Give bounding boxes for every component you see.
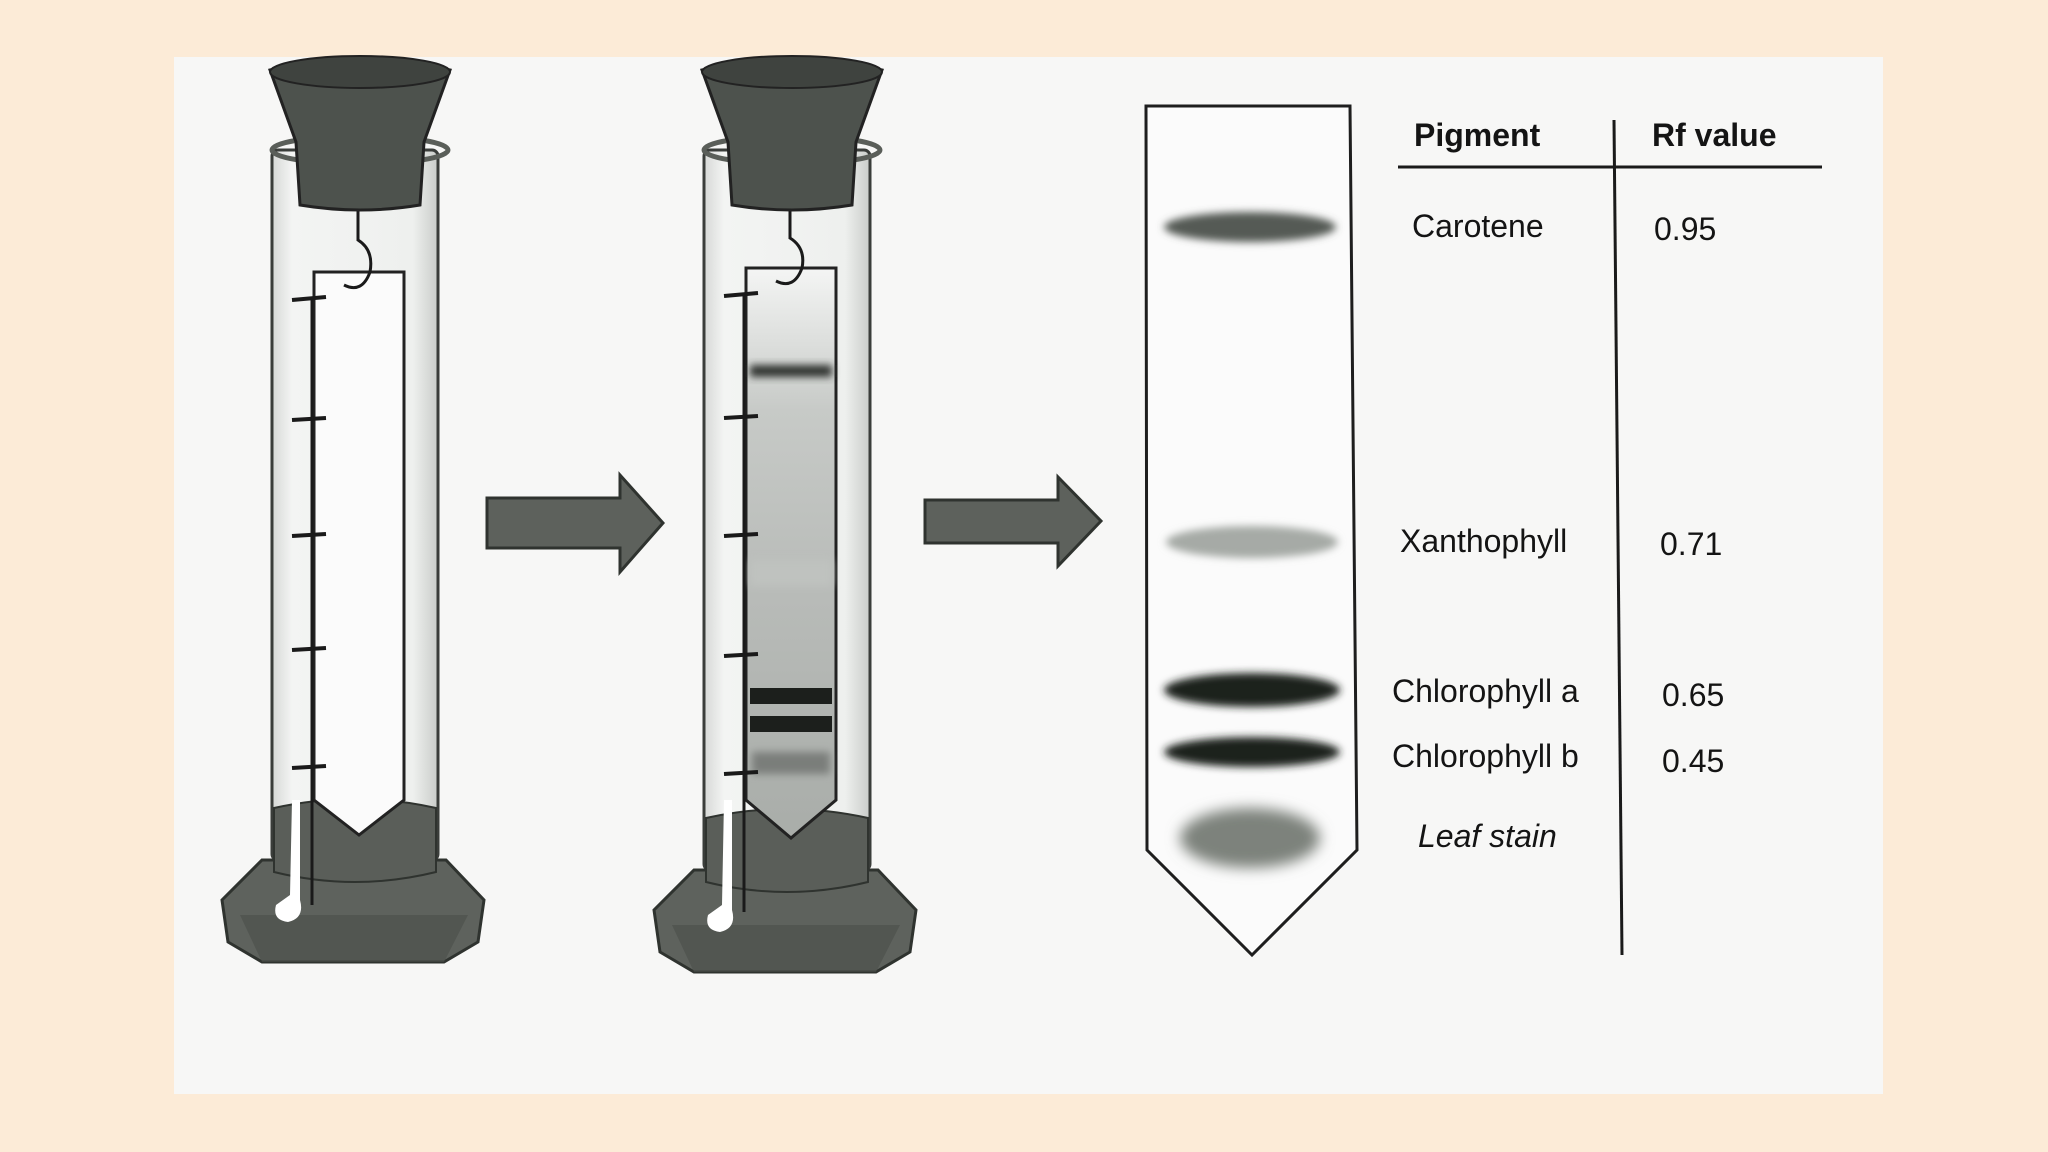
- pigment-table: Pigment Rf value Carotene 0.95 Xanthophy…: [1392, 117, 1822, 956]
- table-column-divider: [1612, 119, 1624, 956]
- chromatogram-strip: [1144, 104, 1359, 958]
- pigment-name: Chlorophyll a: [1392, 673, 1579, 709]
- band-leaf-stain: [1180, 808, 1320, 868]
- pigment-name: Leaf stain: [1418, 818, 1557, 854]
- cylinder-before: [220, 55, 486, 964]
- band-xanthophyll: [1166, 526, 1338, 558]
- cylinder-after: [652, 55, 918, 974]
- rf-value: 0.95: [1654, 211, 1716, 247]
- header-rf-value: Rf value: [1652, 117, 1776, 153]
- band-chlorophyll-a: [1164, 673, 1340, 707]
- band-carotene: [1164, 212, 1336, 242]
- hook: [775, 210, 805, 286]
- paper-strip: [312, 270, 406, 837]
- arrow-right-icon: [485, 471, 666, 576]
- hook: [343, 210, 373, 290]
- header-pigment: Pigment: [1414, 117, 1541, 153]
- pigment-name: Chlorophyll b: [1392, 738, 1579, 774]
- band-chlorophyll-b: [1164, 737, 1340, 767]
- pigment-name: Carotene: [1412, 208, 1544, 244]
- rf-value: 0.45: [1662, 743, 1724, 779]
- rf-value: 0.65: [1662, 677, 1724, 713]
- rf-value: 0.71: [1660, 526, 1722, 562]
- pigment-name: Xanthophyll: [1400, 523, 1567, 559]
- arrow-right-icon: [923, 473, 1104, 570]
